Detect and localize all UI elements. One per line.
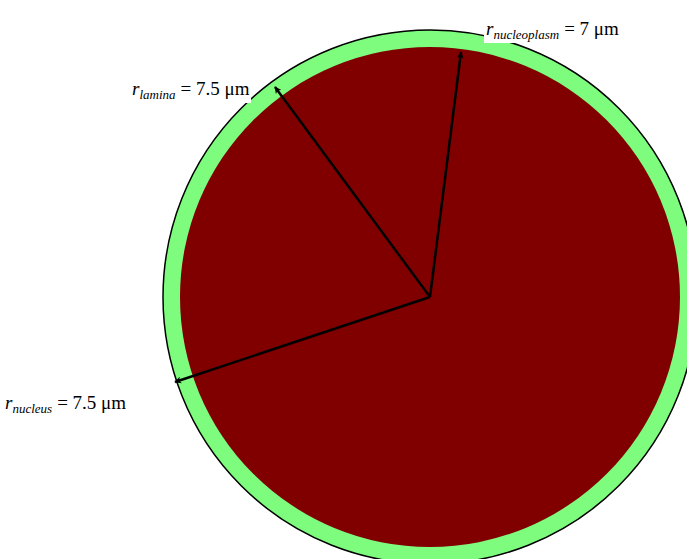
radius-arrow bbox=[430, 52, 461, 297]
radius-label: rnucleus = 7.5 μm bbox=[3, 392, 128, 417]
radius-value: = 7 μm bbox=[564, 18, 619, 39]
radius-subscript: nucleoplasm bbox=[493, 27, 559, 42]
radius-symbol: r bbox=[486, 18, 493, 39]
radius-symbol: r bbox=[5, 392, 12, 413]
radius-label: rnucleoplasm = 7 μm bbox=[484, 18, 621, 43]
radius-value: = 7.5 μm bbox=[57, 392, 126, 413]
radius-label: rlamina = 7.5 μm bbox=[130, 78, 251, 103]
radius-symbol: r bbox=[132, 78, 139, 99]
radius-arrow bbox=[275, 87, 430, 297]
lamina-ring bbox=[163, 30, 687, 559]
radius-value: = 7.5 μm bbox=[181, 78, 250, 99]
radius-subscript: lamina bbox=[139, 87, 175, 102]
radius-subscript: nucleus bbox=[12, 401, 52, 416]
radius-arrow bbox=[175, 297, 430, 382]
